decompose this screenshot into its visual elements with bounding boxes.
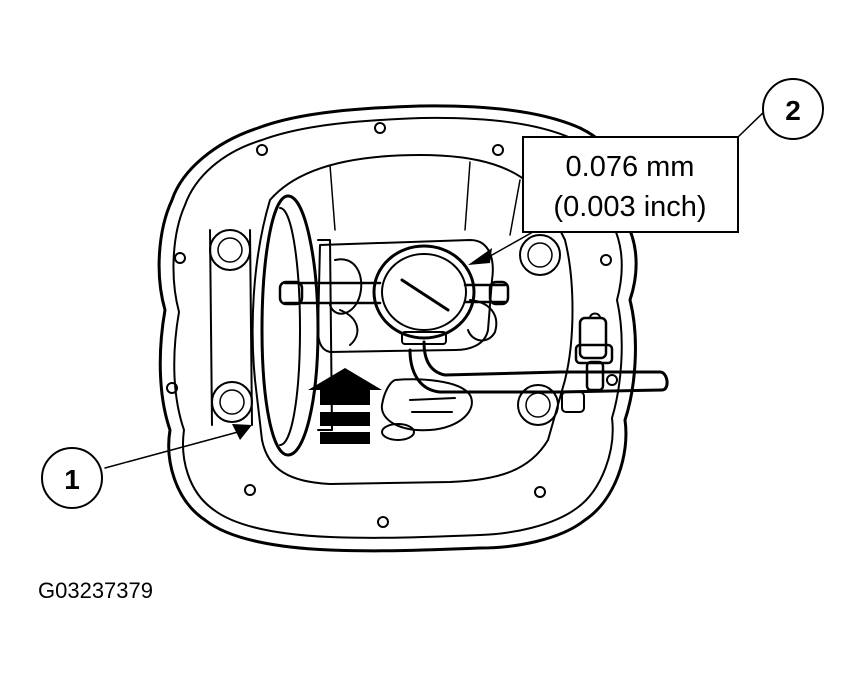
measurement-label: 0.076 mm (0.003 inch) xyxy=(522,136,739,233)
direction-arrow xyxy=(308,368,382,444)
callout-2: 2 xyxy=(762,78,824,140)
ring-gear xyxy=(260,194,333,457)
figure-id: G03237379 xyxy=(38,578,153,603)
indicator-holding-arm xyxy=(408,312,669,413)
callout-2-number: 2 xyxy=(785,95,801,126)
dial-indicator xyxy=(278,244,510,345)
measurement-inch: (0.003 inch) xyxy=(553,191,706,223)
housing-cavity xyxy=(209,154,574,485)
differential-carrier xyxy=(317,239,498,441)
measurement-mm: 0.076 mm xyxy=(566,151,695,183)
callout-1-number: 1 xyxy=(64,464,80,495)
flange-bolt-holes xyxy=(166,122,618,528)
callout-1: 1 xyxy=(41,447,103,509)
